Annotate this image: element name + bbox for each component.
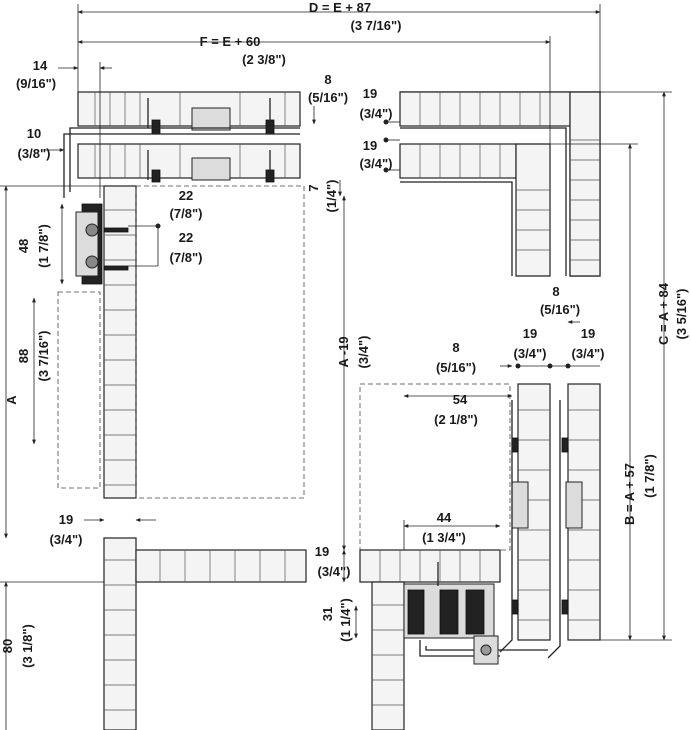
bottom-right-runner-hardware (403, 562, 548, 665)
dim-10-imperial: (3/8") (18, 146, 51, 161)
dim-14-imperial: (9/16") (16, 76, 56, 91)
f-total-metric: F = E + 60 (200, 34, 261, 49)
dim-22b-imperial: (7/8") (170, 250, 203, 265)
dim-a-metric: A (4, 395, 19, 405)
dim-r19b-imperial: (3/4") (572, 346, 605, 361)
dim-31-imperial: (1 1/4") (338, 598, 353, 642)
right-hinges (499, 400, 583, 659)
dim-r19c-imperial: (3/4") (318, 564, 351, 579)
dim-7-imperial: (1/4") (324, 180, 339, 213)
cabinet-interior-outline (135, 185, 305, 499)
dim-80-imperial: (3 1/8") (20, 624, 35, 668)
bottom-shelf-panel (135, 549, 307, 583)
dim-top19b-imperial: (3/4") (360, 156, 393, 171)
dim-48-imperial: (1 7/8") (36, 224, 51, 268)
d-total-imperial: (3 7/16") (351, 18, 402, 33)
dim-54-metric: 54 (453, 392, 468, 407)
dim-a19-metric: A -19 (336, 336, 351, 367)
dim-r8a-metric: 8 (552, 284, 559, 299)
bottom-left-vertical-panel (103, 537, 137, 730)
top-track-inner (63, 133, 300, 198)
dim-r19a-metric: 19 (523, 326, 537, 341)
dim-top19a-metric: 19 (363, 86, 377, 101)
dim-c-metric: C = A + 84 (656, 282, 671, 345)
top-left-panel-upper (77, 91, 301, 127)
top-hinge-lower (147, 150, 275, 183)
dim-r19c-metric: 19 (315, 544, 329, 559)
dim-22a-metric: 22 (179, 188, 193, 203)
dim-lines (0, 4, 672, 730)
dim-48-metric: 48 (16, 239, 31, 253)
dim-b-metric: B = A + 57 (622, 463, 637, 525)
left-hidden-hardware (57, 291, 101, 489)
right-cabinet-outline (359, 383, 511, 551)
dimension-labels: D = E + 87 (3 7/16") F = E + 60 (2 3/8")… (0, 0, 689, 668)
dim-44-imperial: (1 3/4") (422, 530, 466, 545)
dim-c-imperial: (3 5/16") (674, 289, 689, 340)
top-left-panel-lower (77, 143, 301, 179)
dim-r8b-metric: 8 (452, 340, 459, 355)
dim-44-metric: 44 (437, 510, 452, 525)
dim-r8a-imperial: (5/16") (540, 302, 580, 317)
dim-10-metric: 10 (27, 126, 41, 141)
dim-88-metric: 88 (16, 349, 31, 363)
dim-bl19-metric: 19 (59, 512, 73, 527)
dim-31-metric: 31 (320, 607, 335, 621)
top-track-outer (69, 127, 300, 192)
dim-7-metric: 7 (306, 184, 321, 191)
dim-bl19-imperial: (3/4") (50, 532, 83, 547)
left-runner-hardware (75, 203, 129, 285)
dim-top8-imperial: (5/16") (308, 90, 348, 105)
dim-54-imperial: (2 1/8") (434, 412, 478, 427)
dim-14-metric: 14 (33, 58, 48, 73)
dim-r19a-imperial: (3/4") (514, 346, 547, 361)
dim-22a-imperial: (7/8") (170, 206, 203, 221)
dim-a19-imperial: (3/4") (356, 336, 371, 369)
dim-22b-metric: 22 (179, 230, 193, 245)
dim-80-metric: 80 (0, 639, 15, 653)
dim-top8-metric: 8 (324, 72, 331, 87)
left-vertical-panel (103, 185, 137, 499)
top-hinge-upper (147, 98, 275, 135)
top-right-corner-panel (399, 91, 602, 277)
dim-r19b-metric: 19 (581, 326, 595, 341)
dim-b-imperial: (1 7/8") (642, 454, 657, 498)
bottom-right-shelf-panel (359, 549, 501, 583)
dim-r8b-imperial: (5/16") (436, 360, 476, 375)
f-total-imperial: (2 3/8") (242, 52, 286, 67)
bottom-right-vertical-panel (371, 581, 405, 730)
dim-88-imperial: (3 7/16") (36, 331, 51, 382)
dim-top19b-metric: 19 (363, 138, 377, 153)
dim-top19a-imperial: (3/4") (360, 106, 393, 121)
d-total-metric: D = E + 87 (309, 0, 371, 15)
